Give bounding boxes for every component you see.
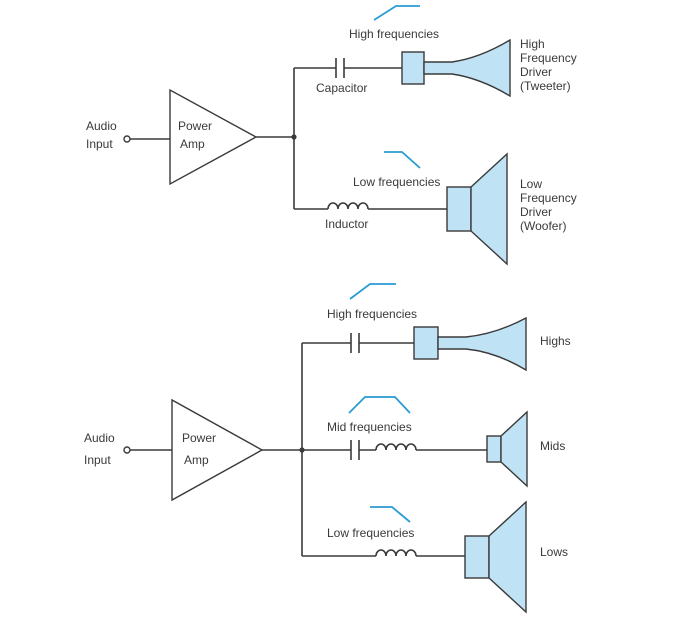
audio-input-label-2: Input <box>84 453 111 467</box>
input-terminal-icon <box>123 446 131 454</box>
two-way-crossover: Audio Input Power Amp Capacitor High fre… <box>86 5 577 266</box>
power-amp-label-1: Power <box>178 119 212 133</box>
power-amp-triangle-icon <box>169 88 258 186</box>
mid-frequencies-label: Mid frequencies <box>327 420 412 434</box>
capacitor-label: Capacitor <box>316 81 367 95</box>
woofer-label-2: Frequency <box>520 191 577 205</box>
power-amp-label-1: Power <box>182 431 216 445</box>
highpass-curve-icon <box>349 283 396 300</box>
audio-input-label-2: Input <box>86 137 113 151</box>
tweeter-label-1: High <box>520 37 545 51</box>
tweeter-label-2: Frequency <box>520 51 577 65</box>
high-frequencies-label: High frequencies <box>349 27 439 41</box>
highs-label: Highs <box>540 334 571 348</box>
audio-input-label-1: Audio <box>84 431 115 445</box>
woofer-label-3: Driver <box>520 205 552 219</box>
highs-speaker-icon <box>413 316 527 372</box>
lows-label: Lows <box>540 545 568 559</box>
mids-label: Mids <box>540 439 565 453</box>
tweeter-label-3: Driver <box>520 65 552 79</box>
highpass-curve-icon <box>373 5 420 21</box>
inductor-icon <box>375 443 417 451</box>
power-amp-label-2: Amp <box>184 453 209 467</box>
three-way-crossover: Audio Input Power Amp High frequencies H… <box>84 283 571 614</box>
tweeter-label-4: (Tweeter) <box>520 79 571 93</box>
lowpass-curve-icon <box>384 151 421 169</box>
input-terminal-icon <box>123 135 131 143</box>
inductor-icon <box>327 202 369 210</box>
lows-speaker-icon <box>464 500 527 614</box>
mids-speaker-icon <box>486 410 528 488</box>
lowpass-curve-icon <box>370 506 411 523</box>
low-frequencies-label: Low frequencies <box>327 526 414 540</box>
audio-input-label-1: Audio <box>86 119 117 133</box>
power-amp-label-2: Amp <box>180 137 205 151</box>
power-amp-triangle-icon <box>171 398 264 502</box>
bandpass-curve-icon <box>348 396 411 414</box>
high-frequencies-label: High frequencies <box>327 307 417 321</box>
inductor-label: Inductor <box>325 217 368 231</box>
low-frequencies-label: Low frequencies <box>353 175 440 189</box>
woofer-label-4: (Woofer) <box>520 219 566 233</box>
inductor-icon <box>375 549 417 557</box>
woofer-speaker-icon <box>446 152 508 266</box>
woofer-label-1: Low <box>520 177 542 191</box>
tweeter-speaker-icon <box>401 38 511 98</box>
